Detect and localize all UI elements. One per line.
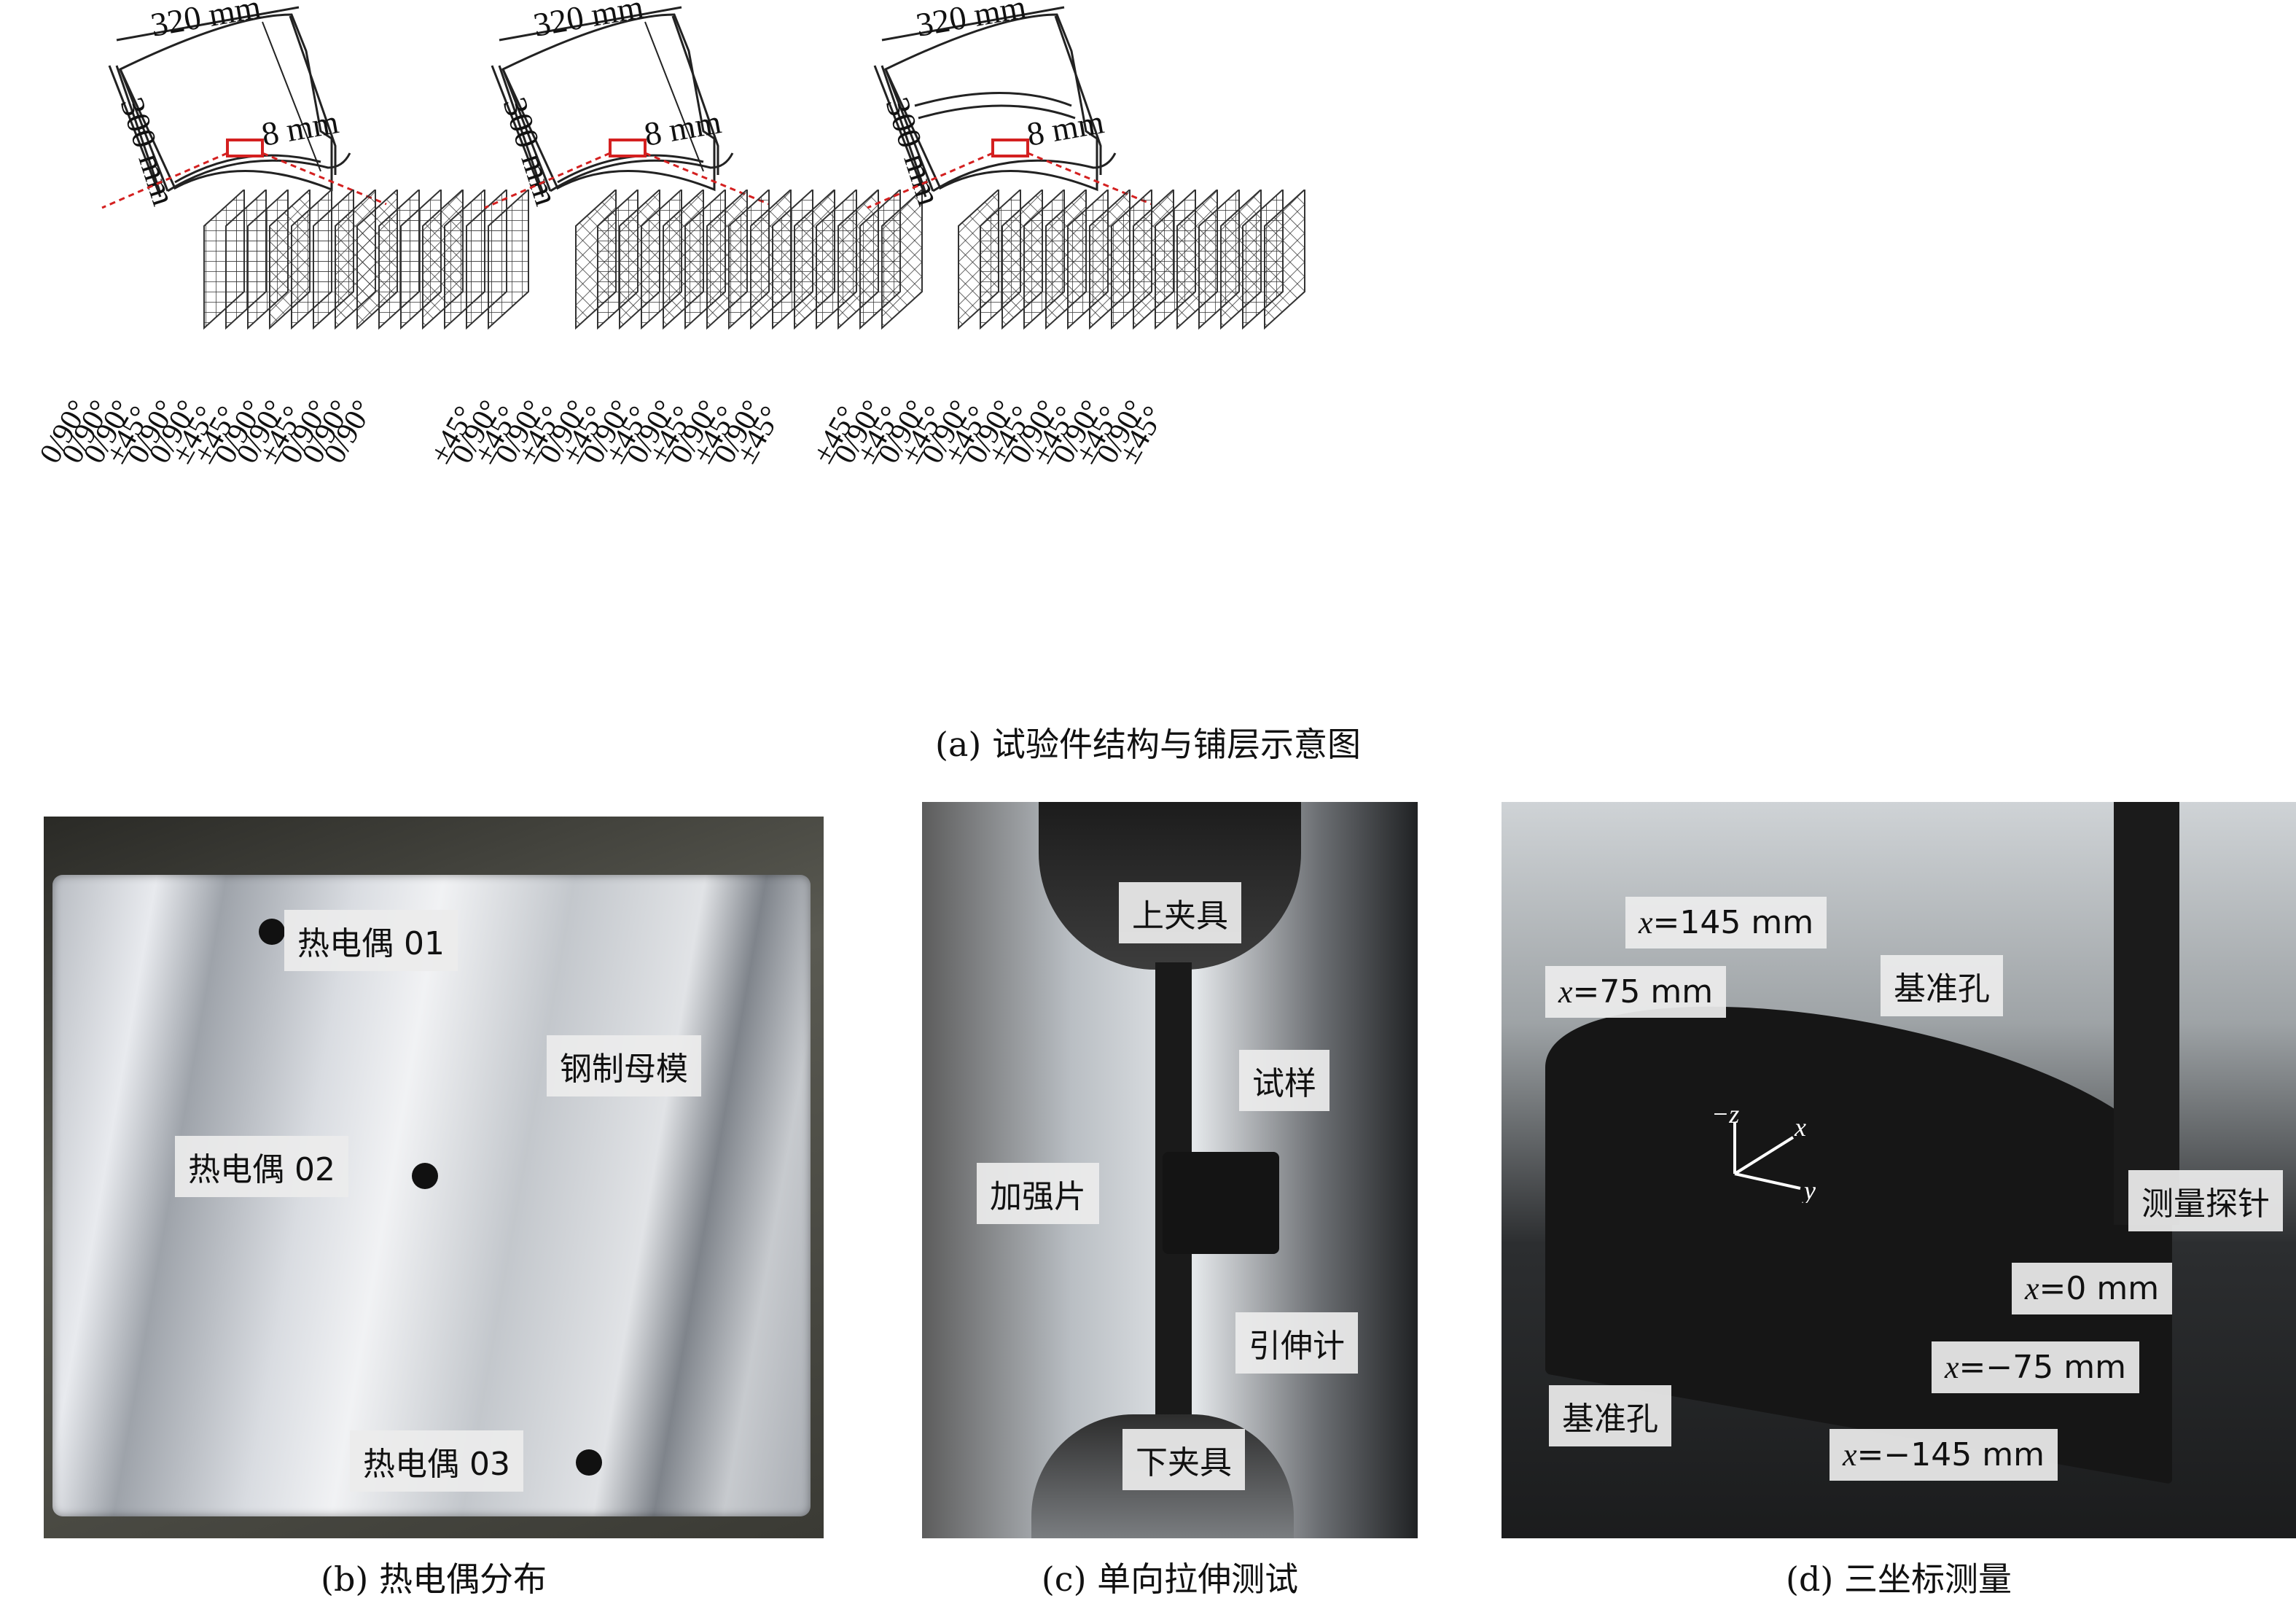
upper-grip-label: 上夹具 <box>1119 882 1241 943</box>
thickness-dim-1: 8 mm <box>259 103 342 153</box>
axis-z-label: −z <box>1711 1099 1739 1129</box>
ply-stack-1 <box>203 190 529 330</box>
axis-x-label: x <box>1794 1113 1806 1142</box>
ply-sheet <box>1264 190 1305 330</box>
thermocouple-02-label: 热电偶 02 <box>175 1136 348 1197</box>
x75-label: x=75 mm <box>1545 966 1727 1018</box>
ply-sheet <box>881 190 923 330</box>
steel-mold-label: 钢制母模 <box>547 1035 701 1096</box>
thermocouple-03-label: 热电偶 03 <box>350 1430 523 1492</box>
extensometer <box>1163 1152 1279 1254</box>
axis-y-label: y <box>1802 1176 1816 1203</box>
caption-c: (c) 单向拉伸测试 <box>1041 1559 1299 1599</box>
width-dim-1: 320 mm <box>148 0 264 44</box>
axis-triad: −z x y <box>1711 1099 1816 1203</box>
ply-stack-3 <box>958 190 1305 330</box>
caption-b: (b) 热电偶分布 <box>321 1559 547 1599</box>
part-drawing-1: 320 mm 300 mm 8 mm <box>101 0 387 210</box>
xm75-label: x=−75 mm <box>1932 1341 2139 1393</box>
lower-grip-label: 下夹具 <box>1122 1429 1245 1490</box>
cmm-column <box>2114 802 2179 1225</box>
specimen-label: 试样 <box>1239 1050 1329 1111</box>
photo-cmm: x=145 mm x=75 mm 基准孔 测量探针 x=0 mm x=−75 m… <box>1502 802 2296 1538</box>
caption-a: (a) 试验件结构与铺层示意图 <box>935 725 1361 764</box>
variant-1: 320 mm 300 mm 8 mm <box>0 0 765 729</box>
part-drawing-2: 320 mm 300 mm 8 mm <box>484 0 770 210</box>
width-dim-3: 320 mm <box>913 0 1029 44</box>
thermocouple-01-label: 热电偶 01 <box>284 910 458 971</box>
thermocouple-03-marker <box>576 1449 602 1476</box>
variant-3: 320 mm 300 mm 8 mm <box>765 0 1531 729</box>
thickness-dim-3: 8 mm <box>1024 103 1107 153</box>
variant-2: 320 mm 300 mm 8 mm <box>383 0 1148 729</box>
extensometer-label: 引伸计 <box>1235 1312 1358 1374</box>
ref-hole-label-2: 基准孔 <box>1549 1385 1671 1446</box>
caption-d: (d) 三坐标测量 <box>1786 1559 2012 1599</box>
x145-label: x=145 mm <box>1625 897 1827 948</box>
ply-sheet <box>488 190 529 330</box>
tab-label: 加强片 <box>977 1163 1099 1224</box>
photo-thermocouples: 热电偶 01 热电偶 02 热电偶 03 钢制母模 <box>44 817 824 1538</box>
steel-mold <box>52 875 811 1516</box>
part-drawing-3: 320 mm 300 mm 8 mm <box>867 0 1152 210</box>
photo-tensile-test: 上夹具 试样 加强片 引伸计 下夹具 <box>922 802 1418 1538</box>
thermocouple-01-marker <box>259 919 285 945</box>
x0-label: x=0 mm <box>2012 1263 2173 1314</box>
width-dim-2: 320 mm <box>531 0 647 44</box>
thickness-dim-2: 8 mm <box>641 103 725 153</box>
probe-label: 测量探针 <box>2128 1170 2283 1231</box>
ply-stack-2 <box>575 190 923 330</box>
xm145-label: x=−145 mm <box>1830 1429 2058 1481</box>
thermocouple-02-marker <box>412 1163 438 1189</box>
ref-hole-label-1: 基准孔 <box>1881 955 2003 1016</box>
